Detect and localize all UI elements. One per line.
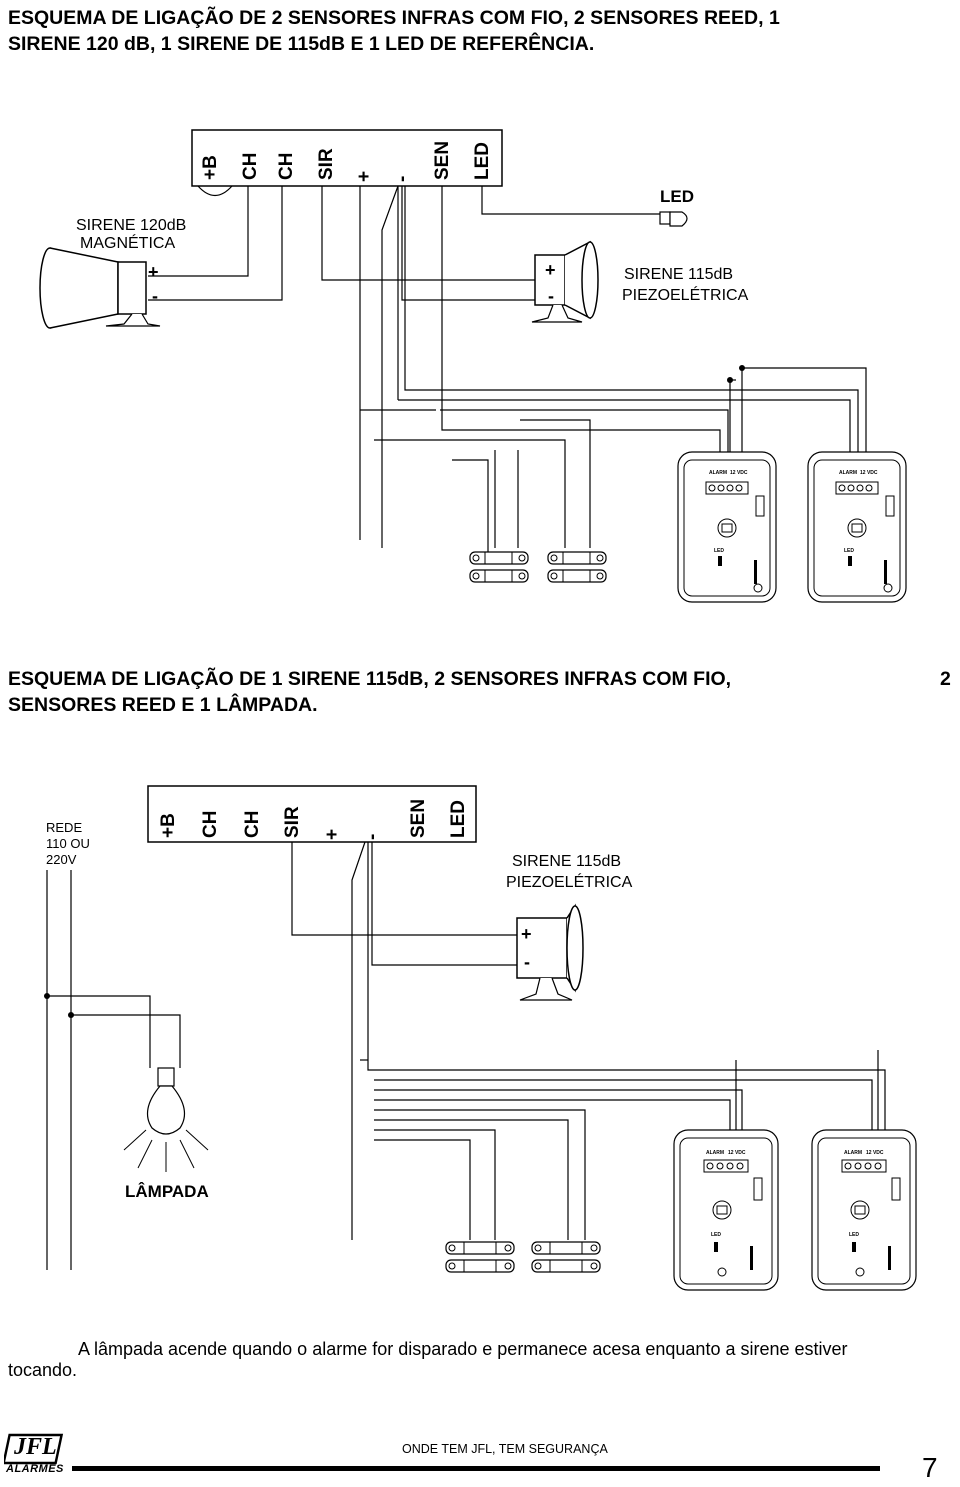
d1-s1-vdc: 12 VDC bbox=[730, 470, 748, 476]
d2-rede-label-1: REDE bbox=[46, 820, 83, 835]
wiring-diagram-2 bbox=[44, 785, 917, 1291]
d2-s1-led: LED bbox=[711, 1232, 721, 1238]
central-panel-2 bbox=[147, 785, 477, 843]
d2-terminal-b: +B bbox=[158, 813, 179, 838]
d2-piezo-plus: + bbox=[521, 924, 532, 944]
d1-mag-plus: + bbox=[148, 262, 159, 282]
d1-mag-minus: - bbox=[152, 286, 158, 306]
d1-siren-piezo-label-1: SIRENE 115dB bbox=[624, 266, 734, 283]
page-number: 7 bbox=[922, 1452, 938, 1483]
d1-terminal-sir: SIR bbox=[316, 148, 337, 180]
d2-terminal-ch1: CH bbox=[200, 810, 221, 838]
d2-terminal-plus: + bbox=[322, 828, 343, 840]
wiring-diagram-1 bbox=[39, 129, 907, 603]
d1-siren-magnetic-label-1: SIRENE 120dB bbox=[76, 217, 187, 234]
d1-terminal-minus: - bbox=[392, 175, 413, 182]
d1-siren-magnetic-label-2: MAGNÉTICA bbox=[80, 235, 176, 252]
d2-terminal-sen: SEN bbox=[408, 798, 429, 838]
reed-sensor-1 bbox=[469, 551, 529, 583]
d2-siren-piezo-label-1: SIRENE 115dB bbox=[512, 853, 622, 870]
d2-s2-alarm: ALARM bbox=[844, 1150, 863, 1156]
d1-s1-led: LED bbox=[714, 548, 724, 554]
footer-rule bbox=[72, 1466, 880, 1471]
d2-lamp-label: LÂMPADA bbox=[125, 1182, 209, 1201]
infrared-sensor-4 bbox=[811, 1129, 917, 1291]
d1-terminal-b: +B bbox=[200, 155, 221, 180]
infrared-sensor-3 bbox=[673, 1129, 779, 1291]
d2-terminal-sir: SIR bbox=[282, 806, 303, 838]
reed-sensor-4 bbox=[531, 1241, 601, 1273]
diagram2-title-line1: ESQUEMA DE LIGAÇÃO DE 1 SIRENE 115dB, 2 … bbox=[8, 668, 732, 690]
d1-terminal-ch2: CH bbox=[276, 152, 297, 180]
footer-slogan: ONDE TEM JFL, TEM SEGURANÇA bbox=[402, 1442, 608, 1456]
d2-terminal-led: LED bbox=[448, 800, 469, 838]
reed-sensor-3 bbox=[445, 1241, 515, 1273]
infrared-sensor-1 bbox=[677, 451, 777, 603]
d1-terminal-plus: + bbox=[354, 170, 375, 182]
d2-rede-label-2: 110 OU bbox=[46, 836, 90, 851]
infrared-sensor-2 bbox=[807, 451, 907, 603]
d1-led-label: LED bbox=[660, 187, 694, 206]
d1-s2-vdc: 12 VDC bbox=[860, 470, 878, 476]
d2-terminal-minus: - bbox=[362, 833, 383, 840]
d1-piezo-plus: + bbox=[545, 260, 556, 280]
d2-terminal-ch2: CH bbox=[242, 810, 263, 838]
note-text-end: tocando. bbox=[8, 1360, 78, 1380]
central-panel-1 bbox=[191, 129, 503, 187]
d2-s1-vdc: 12 VDC bbox=[728, 1150, 746, 1156]
d1-terminal-ch1: CH bbox=[240, 152, 261, 180]
diagram1-title-line1: ESQUEMA DE LIGAÇÃO DE 2 SENSORES INFRAS … bbox=[8, 7, 780, 29]
diagram2-title-line1-end: 2 bbox=[940, 668, 951, 690]
d2-piezo-minus: - bbox=[524, 952, 530, 972]
siren-piezo-icon-1 bbox=[531, 240, 599, 323]
d1-s2-led: LED bbox=[844, 548, 854, 554]
note-text: A lâmpada acende quando o alarme for dis… bbox=[78, 1339, 848, 1359]
d1-s1-alarm: ALARM bbox=[709, 470, 728, 476]
d2-s2-led: LED bbox=[849, 1232, 859, 1238]
siren-magnetic-icon bbox=[39, 247, 161, 329]
d2-s2-vdc: 12 VDC bbox=[866, 1150, 884, 1156]
d1-s2-alarm: ALARM bbox=[839, 470, 858, 476]
led-icon bbox=[659, 211, 688, 227]
jfl-logo-icon bbox=[2, 1433, 64, 1465]
d2-rede-label-3: 220V bbox=[46, 852, 77, 867]
jfl-logo: JFL ALARMES bbox=[2, 1433, 68, 1475]
d1-terminal-led: LED bbox=[472, 142, 493, 180]
d2-s1-alarm: ALARM bbox=[706, 1150, 725, 1156]
diagram1-title-line2: SIRENE 120 dB, 1 SIRENE DE 115dB E 1 LED… bbox=[8, 33, 595, 55]
d1-piezo-minus: - bbox=[548, 286, 554, 306]
siren-piezo-icon-2 bbox=[516, 903, 584, 1001]
d1-siren-piezo-label-2: PIEZOELÉTRICA bbox=[622, 287, 749, 304]
reed-sensor-2 bbox=[547, 551, 607, 583]
lamp-icon bbox=[47, 995, 209, 1172]
jfl-logo-text: JFL bbox=[14, 1434, 57, 1460]
d2-siren-piezo-label-2: PIEZOELÉTRICA bbox=[506, 874, 633, 891]
d1-terminal-sen: SEN bbox=[432, 140, 453, 180]
jfl-logo-sub: ALARMES bbox=[6, 1463, 64, 1475]
diagram2-title-line2: SENSORES REED E 1 LÂMPADA. bbox=[8, 694, 318, 716]
